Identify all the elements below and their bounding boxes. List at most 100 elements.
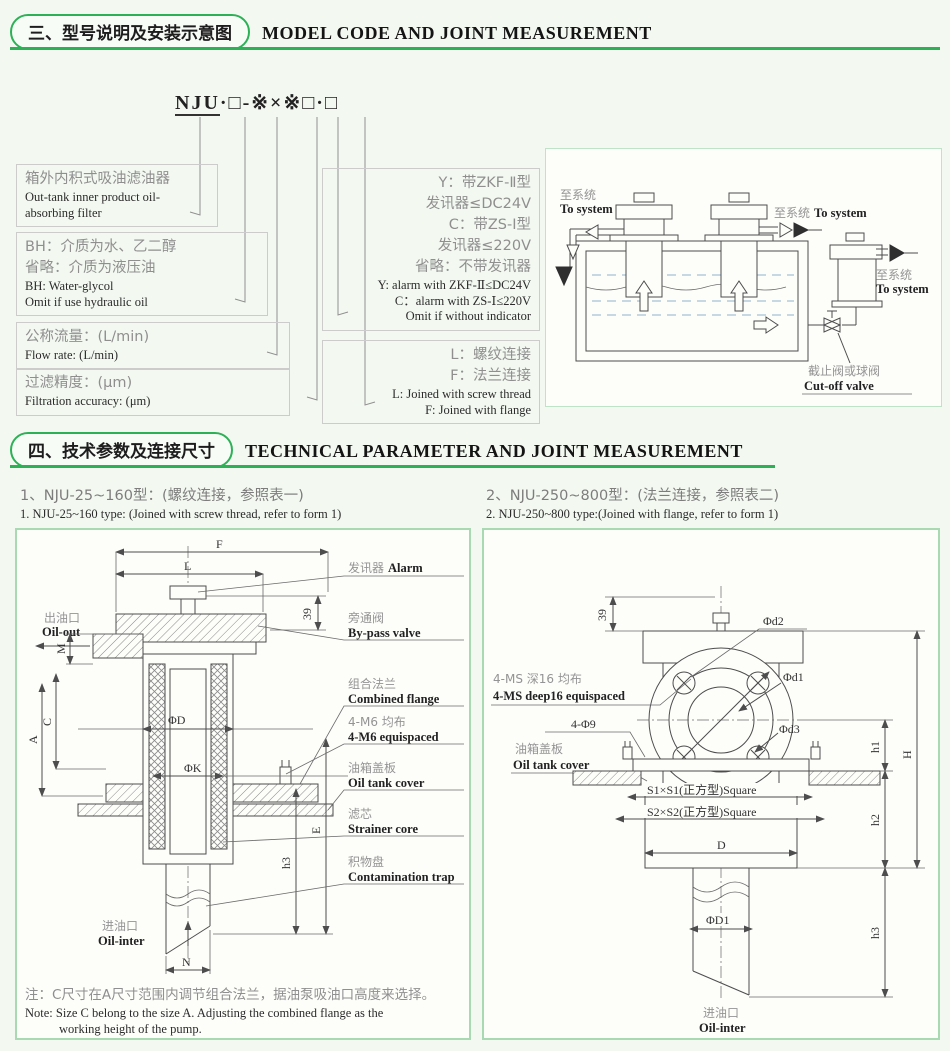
svg-text:E: E xyxy=(309,827,323,834)
filter-2 xyxy=(704,192,774,312)
to-system-1-en: To system xyxy=(560,202,613,216)
dim-phid1: Φd1 xyxy=(783,670,804,684)
dim-s2: S2×S2(正方型)Square xyxy=(615,804,825,823)
block-indicator-cn1: Y：带ZKF-Ⅱ型 xyxy=(438,175,531,191)
dim-h3: h3 xyxy=(749,867,893,998)
filter-2-outlet-pipe xyxy=(759,222,822,238)
section4-underline xyxy=(10,465,775,468)
block-indicator: Y：带ZKF-Ⅱ型 发讯器≤DC24V C：带ZS-Ⅰ型 发讯器≤220V 省略… xyxy=(322,168,540,331)
block-medium-cn1: BH：介质为水、乙二醇 xyxy=(25,239,177,255)
ms-label-en: 4-MS deep16 equispaced xyxy=(493,689,625,703)
right-subtitle-cn: 2、NJU-250~800型：(法兰连接，参照表二) xyxy=(486,488,780,504)
left-drawing: F L 39 xyxy=(26,537,464,974)
block-indicator-en2: C：alarm with ZS-Ⅰ≤220V xyxy=(394,293,531,308)
svg-text:C: C xyxy=(40,718,54,726)
m6-label-cn: 4-M6 均布 xyxy=(348,715,406,729)
cutoff-valve-icon xyxy=(822,317,842,333)
to-system-3-en: To system xyxy=(876,282,929,296)
cover-label-cn: 油箱盖板 xyxy=(348,760,396,775)
filter-head xyxy=(115,585,267,655)
flange-label-en: Combined flange xyxy=(348,692,440,706)
block-filter-cn: 箱外内积式吸油滤油器 xyxy=(25,171,170,187)
svg-text:M: M xyxy=(54,643,68,654)
section4-badge: 四、技术参数及连接尺寸 xyxy=(10,432,233,468)
block-accuracy-en: Filtration accuracy: (μm) xyxy=(25,394,151,408)
trap-label-en: Contamination trap xyxy=(348,870,455,884)
pump-icon xyxy=(889,244,906,262)
block-filter-en1: Out-tank inner product oil- xyxy=(25,190,161,204)
dim-phid3: Φd3 xyxy=(779,722,800,736)
block-accuracy: 过滤精度：(μm) Filtration accuracy: (μm) xyxy=(16,368,290,416)
cover-label-en: Oil tank cover xyxy=(348,776,425,790)
oil-out-en: Oil-out xyxy=(42,625,81,639)
block-indicator-en1: Y: alarm with ZKF-Ⅱ≤DC24V xyxy=(377,278,531,292)
alarm-label-en: Alarm xyxy=(388,561,423,575)
dim-phiK: ΦK xyxy=(152,761,348,780)
block-indicator-cn5: 省略：不带发讯器 xyxy=(415,259,531,275)
block-filter-type: 箱外内积式吸油滤油器 Out-tank inner product oil- a… xyxy=(16,164,218,227)
block-joint-en1: L: Joined with screw thread xyxy=(392,387,531,401)
dim-h3: h3 xyxy=(213,788,333,935)
cutoff-valve-en: Cut-off valve xyxy=(804,379,874,393)
dim-phid2: Φd2 xyxy=(763,614,784,628)
filter-body xyxy=(142,653,234,865)
flow-arrow-left-icon xyxy=(585,224,599,240)
block-joint-cn1: L：螺纹连接 xyxy=(450,347,531,363)
dim-h2: h2 xyxy=(868,770,889,869)
cover-label-cn: 油箱盖板 xyxy=(515,741,563,756)
phid-leaders xyxy=(690,628,807,753)
cover-label-en: Oil tank cover xyxy=(513,758,590,772)
tank-cover xyxy=(572,741,881,786)
alarm-label-cn: 发讯器 xyxy=(348,560,384,575)
block-indicator-en3: Omit if without indicator xyxy=(405,309,531,323)
trap-label-cn: 积物盘 xyxy=(348,854,384,869)
svg-text:A: A xyxy=(26,735,40,744)
block-flow: 公称流量：(L/min) Flow rate: (L/min) xyxy=(16,322,290,370)
block-joint: L：螺纹连接 F：法兰连接 L: Joined with screw threa… xyxy=(322,340,540,424)
block-flow-cn: 公称流量：(L/min) xyxy=(25,329,150,345)
block-medium-cn2: 省略：介质为液压油 xyxy=(25,260,156,276)
svg-text:h3: h3 xyxy=(279,857,293,869)
pump-icon xyxy=(793,222,810,238)
cutoff-valve-pipe xyxy=(753,307,857,364)
svg-text:D: D xyxy=(717,838,726,852)
block-filter-en2: absorbing filter xyxy=(25,205,102,220)
flow-arrow-right-icon xyxy=(753,316,779,334)
svg-text:S2×S2(正方型)Square: S2×S2(正方型)Square xyxy=(647,804,756,819)
up-arrow-icon xyxy=(635,280,653,312)
svg-text:ΦK: ΦK xyxy=(184,761,202,775)
block-joint-cn2: F：法兰连接 xyxy=(450,368,531,384)
flow-arrow-down-icon xyxy=(566,244,580,261)
dim-s1: S1×S1(正方型)Square xyxy=(627,782,813,801)
dim-phiD: ΦD xyxy=(78,713,313,733)
core-label-cn: 滤芯 xyxy=(348,807,372,821)
svg-text:h2: h2 xyxy=(868,814,882,826)
oil-inlet-cn: 进油口 xyxy=(703,1006,739,1020)
dim-phiD1: ΦD1 xyxy=(689,913,753,933)
dim-39: 39 xyxy=(595,596,715,632)
oil-inlet-en: Oil-inter xyxy=(699,1021,746,1035)
up-arrow-icon xyxy=(730,280,748,312)
left-note-en1: Note: Size C belong to the size A. Adjus… xyxy=(25,1006,384,1020)
model-code-prefix: NJU xyxy=(175,92,220,116)
block-indicator-cn4: 发讯器≤220V xyxy=(437,238,531,254)
block-medium: BH：介质为水、乙二醇 省略：介质为液压油 BH: Water-glycol O… xyxy=(16,232,268,316)
dim-L: L xyxy=(115,559,264,612)
section3-title: MODEL CODE AND JOINT MEASUREMENT xyxy=(262,23,652,43)
block-indicator-cn3: C：带ZS-Ⅰ型 xyxy=(448,217,531,233)
install-diagram: 至系统 To system 至系统 To system xyxy=(555,188,929,395)
left-subtitle-en: 1. NJU-25~160 type: (Joined with screw t… xyxy=(20,507,342,521)
svg-text:F: F xyxy=(216,537,223,551)
dim-M: M xyxy=(54,633,140,665)
cutoff-valve-cn: 截止阀或球阀 xyxy=(808,364,880,378)
svg-text:ΦD1: ΦD1 xyxy=(706,913,729,927)
block-flow-en: Flow rate: (L/min) xyxy=(25,348,119,362)
pump-icon xyxy=(555,266,573,287)
leader-lines xyxy=(197,575,464,907)
right-drawing: 39 Φd2 xyxy=(491,586,925,1035)
left-drawing-panel: F L 39 xyxy=(15,528,471,1040)
core-label-en: Strainer core xyxy=(348,822,418,836)
left-subtitle-cn: 1、NJU-25~160型：(螺纹连接，参照表一) xyxy=(20,488,304,504)
section3-underline xyxy=(10,47,940,50)
